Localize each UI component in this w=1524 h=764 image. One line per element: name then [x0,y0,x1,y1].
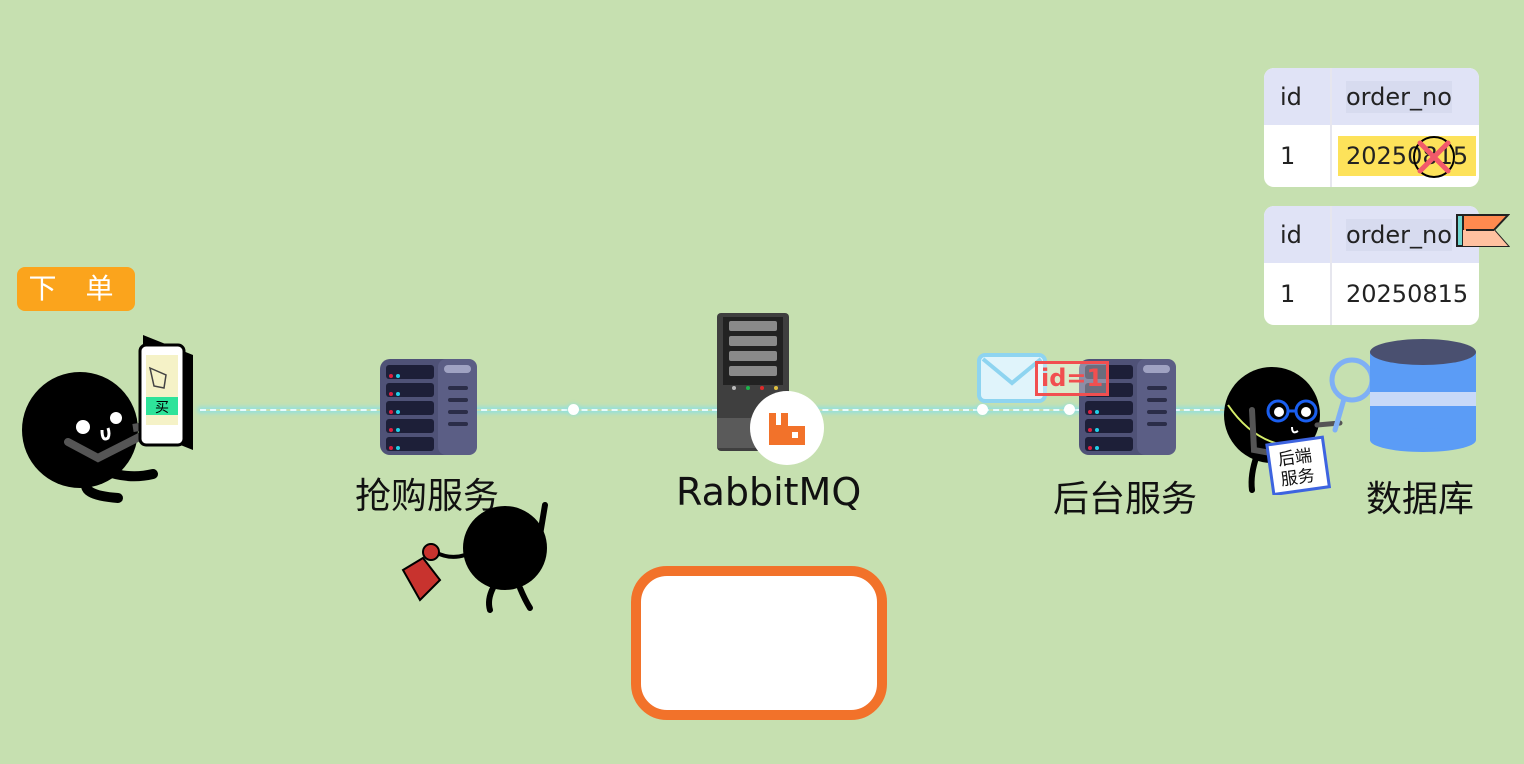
column-header-order-no: order_no [1346,218,1452,251]
order-badge: 下 单 [17,267,135,311]
svg-text:后端: 后端 [1277,446,1313,471]
column-header-order-no: order_no [1346,80,1452,113]
db-table-rejected: id order_no 1 20250815 [1264,68,1479,187]
developer-character-icon: 后端 服务 [1224,357,1375,495]
node-label-rabbitmq: RabbitMQ [676,470,862,514]
flow-dot [1064,404,1075,415]
phone-icon: 买 [138,335,193,450]
cell-id: 1 [1264,263,1332,325]
table-row: 1 20250815 [1264,263,1479,325]
reject-x-icon [1413,136,1455,178]
database-icon [1370,339,1476,452]
table-header: id order_no [1264,206,1479,263]
rabbitmq-logo-icon [750,391,824,465]
empty-callout-box [631,566,887,720]
phone-buy-label: 买 [155,400,169,416]
column-header-id: id [1264,68,1332,125]
rabbitmq-server-icon [717,313,824,465]
name-badge: 后端 服务 [1265,435,1332,495]
envelope-icon [977,353,1047,403]
table-header: id order_no [1264,68,1479,125]
flow-line [200,409,1230,411]
flag-icon [1456,214,1510,247]
node-label-database: 数据库 [1366,479,1475,520]
stamp-character-icon [401,502,548,613]
server-icon [380,359,477,455]
db-table-flagged: id order_no 1 20250815 [1264,206,1479,325]
flow-dot [977,404,988,415]
magnifier-icon [1329,357,1375,433]
column-header-id: id [1264,206,1332,263]
node-label-flash-sale: 抢购服务 [355,476,500,517]
message-id-tag: id=1 [1035,361,1110,396]
flow-dot [568,404,579,415]
user-ordering-icon: 买 [22,335,193,503]
table-row: 1 20250815 [1264,125,1479,187]
cell-id: 1 [1264,125,1332,187]
svg-text:服务: 服务 [1280,466,1316,491]
node-label-backend: 后台服务 [1053,479,1198,520]
stamp-icon [401,543,442,602]
cell-order-no: 20250815 [1346,280,1469,308]
